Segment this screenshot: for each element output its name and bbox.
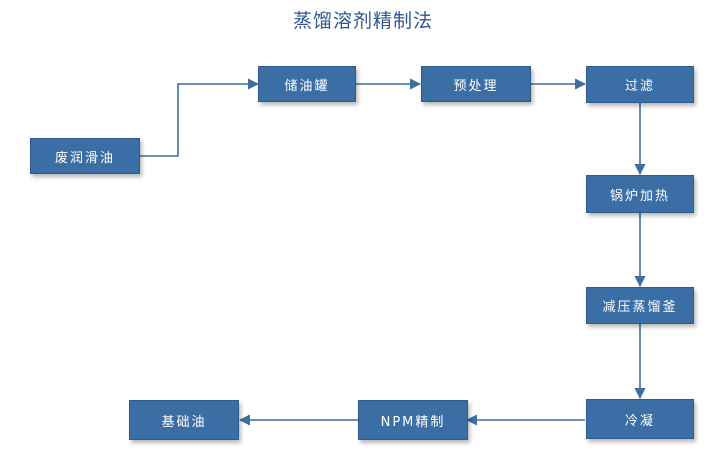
node-filtration: 过滤 (586, 66, 694, 103)
node-storage-tank: 储油罐 (258, 66, 356, 102)
node-base-oil: 基础油 (129, 400, 239, 440)
node-npm-refining: NPM精制 (358, 400, 468, 440)
node-vacuum-distillation: 减压蒸馏釜 (586, 287, 694, 324)
node-boiler-heating: 锅炉加热 (586, 175, 694, 213)
diagram-title: 蒸馏溶剂精制法 (292, 10, 433, 32)
node-waste-oil: 废润滑油 (30, 138, 140, 174)
node-condensation: 冷凝 (586, 399, 694, 439)
node-pretreatment: 预处理 (421, 66, 531, 102)
arrow-waste-oil-to-storage-tank (140, 78, 260, 157)
